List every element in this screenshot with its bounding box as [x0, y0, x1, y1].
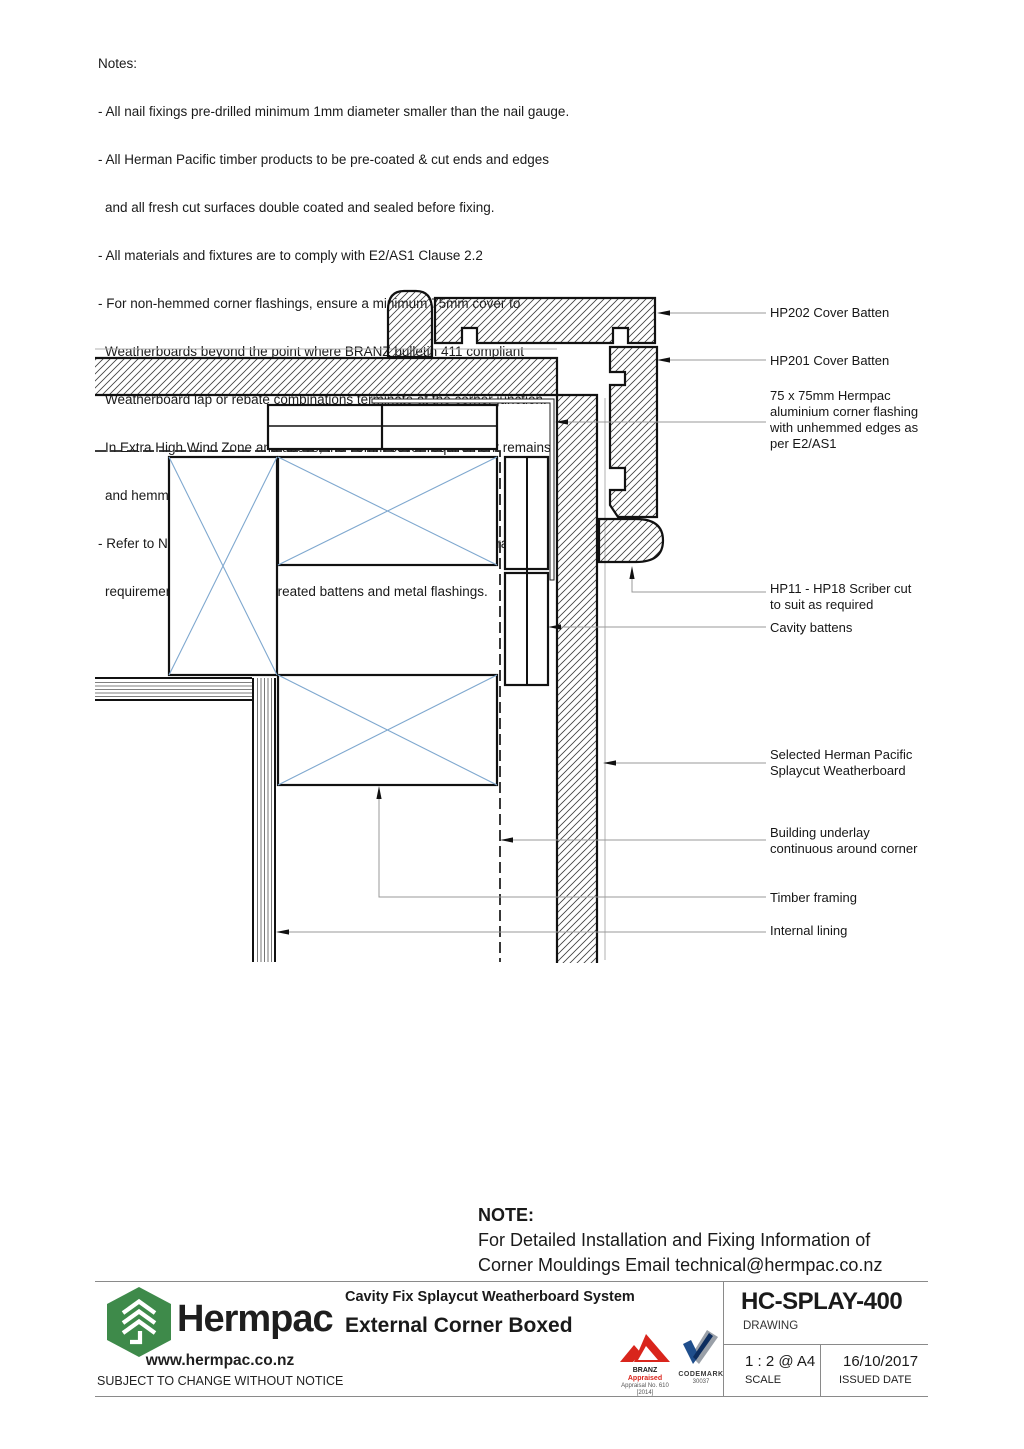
weatherboard-right-wall — [555, 393, 599, 963]
branz-logo-icon — [620, 1334, 670, 1362]
cavity-battens-right — [503, 455, 550, 687]
codemark-logo-text: CODEMARK — [678, 1371, 724, 1378]
label-hp201: HP201 Cover Batten — [770, 353, 890, 368]
branz-word: BRANZ — [632, 1367, 658, 1374]
hermpac-logo-tree-icon — [121, 1298, 157, 1345]
label-internal-lining: Internal lining — [770, 923, 848, 938]
note-line: - All materials and fixtures are to comp… — [98, 248, 483, 263]
title-block: Hermpac www.hermpac.co.nz SUBJECT TO CHA… — [95, 1281, 928, 1397]
label-weatherboard: Selected Herman Pacific Splaycut Weather… — [770, 747, 913, 778]
scale-value: 1 : 2 @ A4 — [745, 1353, 816, 1370]
branz-appraised-mark: BRANZ Appraised Appraisal No. 610 [2014] — [616, 1332, 674, 1397]
label-underlay: Building underlay continuous around corn… — [770, 825, 918, 856]
brand-name: Hermpac — [177, 1298, 334, 1340]
hp202-cover-batten-shape — [433, 296, 657, 345]
codemark-mark: CODEMARK 30037 — [678, 1330, 724, 1386]
title-block-divider — [724, 1344, 928, 1345]
notes-title: Notes: — [98, 56, 138, 71]
weatherboard-end-profile — [386, 289, 434, 359]
label-scriber: HP11 - HP18 Scriber cut to suit as requi… — [770, 581, 912, 612]
timber-framing-studs — [167, 455, 499, 787]
drawing-code: HC-SPLAY-400 — [741, 1288, 903, 1315]
issued-date-label: ISSUED DATE — [839, 1374, 912, 1386]
installation-note-line: For Detailed Installation and Fixing Inf… — [478, 1230, 871, 1250]
label-cavity-battens: Cavity battens — [770, 620, 853, 635]
drawing-title: External Corner Boxed — [345, 1314, 573, 1337]
issued-date-value: 16/10/2017 — [843, 1353, 919, 1370]
cavity-battens-top — [266, 403, 499, 451]
title-block-divider — [820, 1345, 821, 1396]
leader-lines — [278, 312, 766, 933]
internal-lining-top — [95, 677, 252, 701]
branz-logo-text: BRANZ Appraised — [616, 1367, 674, 1383]
codemark-logo-icon — [683, 1330, 718, 1364]
drawing-code-label: DRAWING — [743, 1320, 799, 1332]
website-link[interactable]: www.hermpac.co.nz — [145, 1352, 295, 1369]
note-line: - All nail fixings pre-drilled minimum 1… — [98, 104, 570, 119]
scriber-shape — [597, 517, 665, 564]
label-corner-flashing: 75 x 75mm Hermpac aluminium corner flash… — [770, 388, 919, 451]
branz-appraisal-number: Appraisal No. 610 [2014] — [621, 1383, 669, 1396]
corner-flashing-shape — [371, 398, 555, 581]
hermpac-logo — [107, 1287, 171, 1357]
system-title: Cavity Fix Splaycut Weatherboard System — [345, 1289, 635, 1305]
branz-appraised-word: Appraised — [627, 1375, 663, 1382]
label-hp202: HP202 Cover Batten — [770, 305, 890, 320]
building-underlay-line — [95, 450, 501, 962]
installation-note-line: Corner Mouldings Email technical@hermpac… — [478, 1255, 883, 1275]
label-timber-framing: Timber framing — [770, 890, 857, 905]
internal-lining-right — [252, 678, 276, 962]
title-block-divider — [723, 1282, 724, 1396]
installation-note: NOTE: For Detailed Installation and Fixi… — [478, 1203, 882, 1278]
note-line: and all fresh cut surfaces double coated… — [105, 200, 495, 215]
note-line: - All Herman Pacific timber products to … — [98, 152, 549, 167]
codemark-number: 30037 — [692, 1379, 710, 1385]
disclaimer-text: SUBJECT TO CHANGE WITHOUT NOTICE — [97, 1374, 344, 1388]
leader-arrowheads — [276, 310, 670, 935]
weatherboard-top-wall — [95, 356, 559, 397]
hp201-cover-batten-shape — [608, 345, 659, 519]
cladding-face-lines — [95, 348, 606, 960]
installation-note-heading: NOTE: — [478, 1205, 534, 1225]
framing-cross-lines — [168, 456, 498, 786]
scale-label: SCALE — [745, 1374, 782, 1386]
